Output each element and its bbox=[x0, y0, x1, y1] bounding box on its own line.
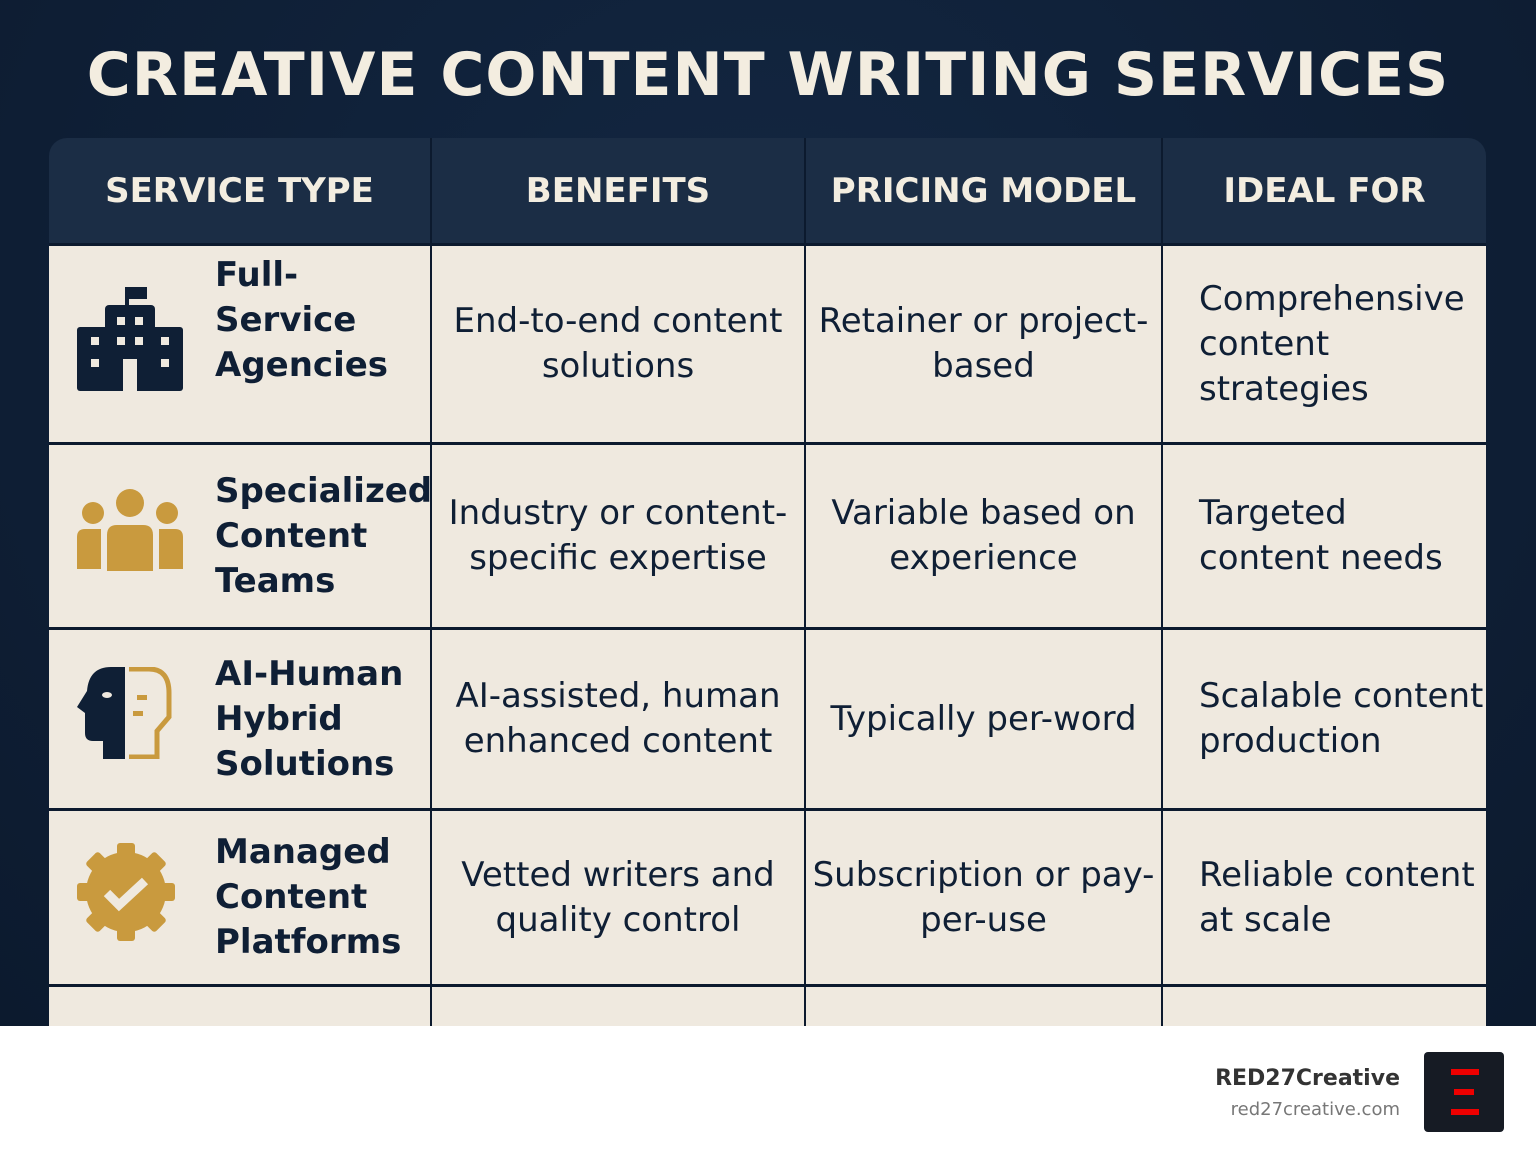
brand-name: RED27Creative bbox=[1215, 1066, 1400, 1091]
header-ideal-for: IDEAL FOR bbox=[1161, 138, 1486, 243]
brand-url[interactable]: red27creative.com bbox=[1230, 1099, 1400, 1120]
verified-badge-icon bbox=[77, 842, 175, 953]
pricing-cell: Typically per-word bbox=[804, 630, 1161, 808]
team-icon bbox=[77, 489, 183, 583]
benefits-cell: Industry or content-specific expertise bbox=[430, 445, 804, 627]
service-name: Full-Service Agencies bbox=[215, 254, 389, 385]
ai-human-head-icon bbox=[77, 666, 173, 771]
ideal-for-cell: Scalable content production bbox=[1161, 630, 1486, 808]
service-name: Managed Content Platforms bbox=[215, 832, 402, 962]
header-pricing-model: PRICING MODEL bbox=[804, 138, 1161, 243]
benefits-cell: End-to-end content solutions bbox=[430, 246, 804, 442]
table-row: Specialized Content Teams Industry or co… bbox=[49, 442, 1486, 627]
pricing-cell: Variable based on experience bbox=[804, 445, 1161, 627]
brand-logo-icon bbox=[1424, 1052, 1504, 1132]
benefits-cell: Vetted writers and quality control bbox=[430, 811, 804, 984]
header-benefits: BENEFITS bbox=[430, 138, 804, 243]
footer: RED27Creative red27creative.com bbox=[0, 1026, 1536, 1154]
brand: RED27Creative red27creative.com bbox=[1215, 1066, 1400, 1120]
table-row: AI-Human Hybrid Solutions AI-assisted, h… bbox=[49, 627, 1486, 808]
benefits-cell: AI-assisted, human enhanced content bbox=[430, 630, 804, 808]
table-row: Full-Service Agencies End-to-end content… bbox=[49, 243, 1486, 442]
header-service-type: SERVICE TYPE bbox=[105, 170, 374, 211]
ideal-for-cell: Reliable content at scale bbox=[1161, 811, 1486, 984]
service-name: Specialized Content Teams bbox=[215, 470, 433, 601]
table-header: SERVICE TYPE BENEFITS PRICING MODEL IDEA… bbox=[49, 138, 1486, 243]
page-title: CREATIVE CONTENT WRITING SERVICES bbox=[86, 40, 1450, 110]
infographic: CREATIVE CONTENT WRITING SERVICES SERVIC… bbox=[0, 0, 1536, 1026]
pricing-cell: Retainer or project-based bbox=[804, 246, 1161, 442]
ideal-for-cell: Comprehensive content strategies bbox=[1161, 246, 1486, 442]
table-row-partial bbox=[49, 984, 1486, 1026]
building-icon bbox=[77, 285, 183, 403]
ideal-for-cell: Targeted content needs bbox=[1161, 445, 1486, 627]
table-row: Managed Content Platforms Vetted writers… bbox=[49, 808, 1486, 984]
pricing-cell: Subscription or pay-per-use bbox=[804, 811, 1161, 984]
service-name: AI-Human Hybrid Solutions bbox=[215, 653, 404, 784]
services-table: SERVICE TYPE BENEFITS PRICING MODEL IDEA… bbox=[49, 138, 1486, 1026]
